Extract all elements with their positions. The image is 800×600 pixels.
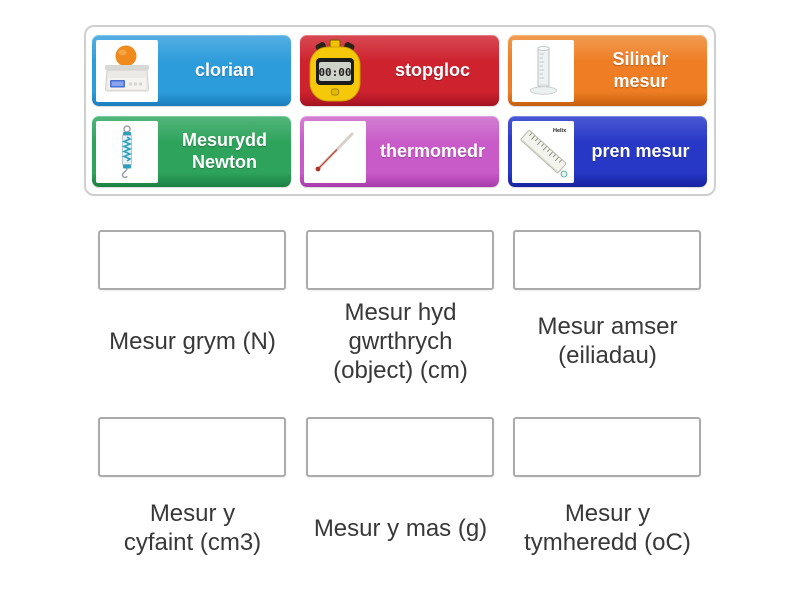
tile-label-clorian: clorian (194, 59, 255, 80)
tile-pren-mesur[interactable]: Helix pren mesur (508, 116, 707, 187)
tile-label-thermomedr: thermomedr (379, 140, 486, 161)
ruler-icon: Helix (512, 120, 574, 183)
tile-mesurydd-newton[interactable]: Mesurydd Newton (92, 116, 291, 187)
tile-label-stopgloc: stopgloc (395, 59, 470, 80)
tile-label-silindr-mesur: Silindr mesur (612, 49, 669, 91)
drop-zone-mesur-cyfaint[interactable] (98, 417, 286, 477)
drop-zone-mesur-grym[interactable] (98, 230, 286, 290)
zone-label-mesur-mas: Mesur y mas (g) (313, 514, 488, 542)
thermometer-icon (304, 120, 366, 183)
zone-label-mesur-grym: Mesur grym (N) (109, 327, 276, 355)
zone-label-mesur-hyd: Mesur hyd gwrthrych (object) (cm) (333, 298, 468, 384)
tile-label-pren-mesur: pren mesur (591, 140, 690, 161)
stopwatch-icon: 00:00 (304, 39, 366, 102)
newton-meter-icon (96, 120, 158, 183)
tile-thermomedr[interactable]: thermomedr (300, 116, 499, 187)
drop-zone-mesur-amser[interactable] (513, 230, 701, 290)
ruler-brand-text: Helix (553, 128, 567, 134)
drop-zone-mesur-tymheredd[interactable] (513, 417, 701, 477)
tile-label-mesurydd-newton: Mesurydd Newton (181, 130, 268, 172)
zone-label-mesur-tymheredd: Mesur y tymheredd (oC) (524, 500, 691, 556)
tile-stopgloc[interactable]: 00:00 stopgloc (300, 35, 499, 106)
tile-clorian[interactable]: clorian (92, 35, 291, 106)
drop-zone-mesur-hyd[interactable] (306, 230, 494, 290)
stopwatch-display: 00:00 (318, 66, 351, 79)
drop-zone-mesur-mas[interactable] (306, 417, 494, 477)
measuring-cylinder-icon (512, 39, 574, 102)
zone-label-mesur-amser: Mesur amser (eiliadau) (537, 313, 678, 369)
tile-silindr-mesur[interactable]: Silindr mesur (508, 35, 707, 106)
kitchen-scale-icon (96, 39, 158, 102)
zone-label-mesur-cyfaint: Mesur y cyfaint (cm3) (123, 500, 262, 556)
